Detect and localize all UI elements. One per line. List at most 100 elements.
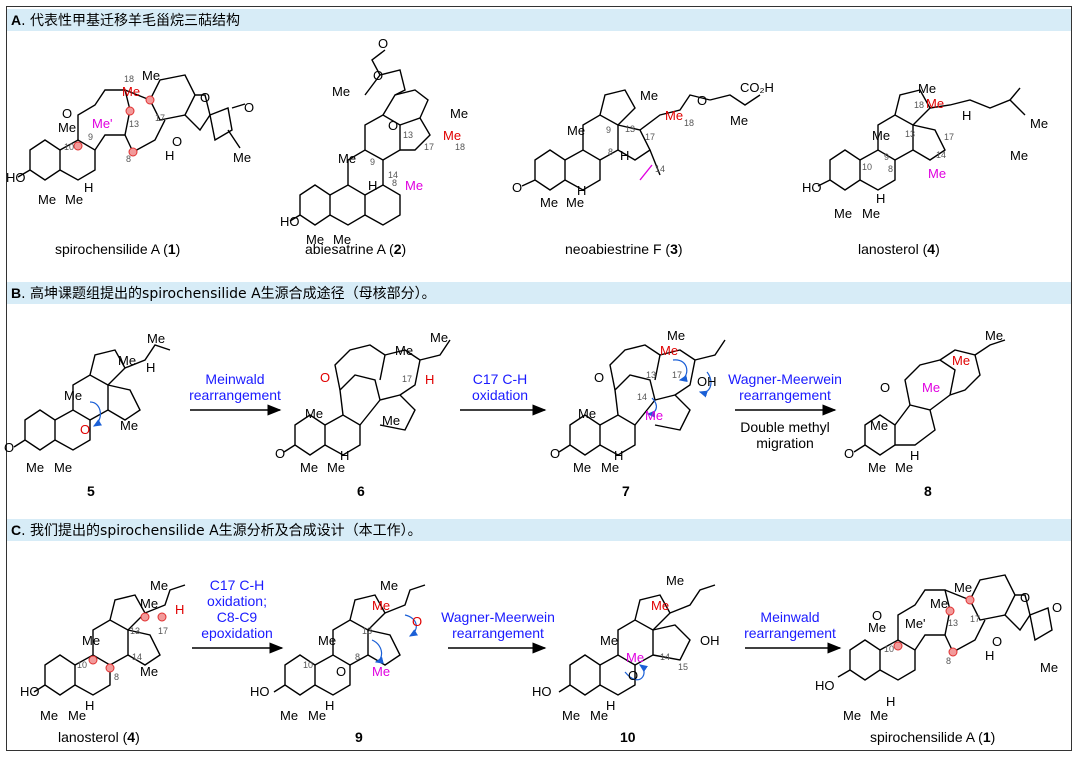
svg-text:HO: HO [280, 214, 300, 229]
svg-text:O: O [1052, 600, 1062, 615]
svg-text:C17 C-H: C17 C-H [473, 371, 527, 387]
svg-text:9: 9 [88, 132, 93, 142]
label-compound-1: spirochensilide A (1) [55, 241, 180, 257]
svg-text:H: H [876, 191, 885, 206]
structure-5: O Me Me Me O Me Me H Me [4, 331, 171, 475]
svg-text:migration: migration [756, 435, 814, 451]
svg-text:Me': Me' [92, 116, 113, 131]
svg-text:Me: Me [430, 330, 448, 345]
svg-text:Me: Me [395, 343, 413, 358]
svg-text:O: O [172, 134, 182, 149]
svg-text:10: 10 [884, 644, 894, 654]
structure-abiesatrine-a: HO Me Me Me H Me Me Me Me O O O 13 17 18… [280, 36, 468, 247]
svg-text:Me: Me [308, 708, 326, 723]
svg-text:15: 15 [678, 662, 688, 672]
svg-text:Me': Me' [905, 616, 926, 631]
svg-text:8: 8 [355, 652, 360, 662]
svg-text:rearrangement: rearrangement [744, 625, 836, 641]
svg-text:H: H [886, 694, 895, 709]
arrow-c1: C17 C-H oxidation; C8-C9 epoxidation [192, 577, 284, 654]
label-compound-5: 5 [87, 483, 95, 499]
svg-text:CO₂H: CO₂H [740, 80, 774, 95]
svg-text:14: 14 [655, 164, 665, 174]
svg-text:17: 17 [424, 142, 434, 152]
svg-text:Me: Me [954, 580, 972, 595]
svg-text:Me: Me [601, 460, 619, 475]
svg-text:Me: Me [660, 343, 678, 358]
svg-text:Me: Me [82, 633, 100, 648]
svg-text:13: 13 [129, 119, 139, 129]
arrow-c3: Meinwald rearrangement [744, 609, 842, 654]
arrow-b1: Meinwald rearrangement [189, 371, 282, 416]
svg-text:17: 17 [672, 370, 682, 380]
label-compound-10: 10 [620, 729, 636, 745]
svg-text:O: O [336, 664, 346, 679]
svg-text:Me: Me [926, 96, 944, 111]
svg-text:O: O [697, 93, 707, 108]
svg-text:Me: Me [450, 106, 468, 121]
svg-text:9: 9 [370, 157, 375, 167]
svg-text:Me: Me [952, 353, 970, 368]
svg-text:Me: Me [305, 406, 323, 421]
svg-text:oxidation: oxidation [472, 387, 528, 403]
svg-text:C17 C-H: C17 C-H [210, 577, 264, 593]
svg-text:HO: HO [20, 684, 40, 699]
svg-text:O: O [550, 446, 560, 461]
svg-text:Me: Me [868, 460, 886, 475]
svg-text:13: 13 [403, 130, 413, 140]
svg-text:Me: Me [382, 413, 400, 428]
svg-text:Me: Me [332, 84, 350, 99]
svg-text:Me: Me [58, 120, 76, 135]
svg-text:H: H [910, 448, 919, 463]
svg-text:C8-C9: C8-C9 [217, 609, 258, 625]
svg-text:Me: Me [578, 406, 596, 421]
svg-text:Me: Me [118, 353, 136, 368]
svg-text:13: 13 [646, 370, 656, 380]
svg-text:O: O [373, 68, 383, 83]
svg-text:O: O [80, 422, 90, 437]
svg-text:17: 17 [970, 614, 980, 624]
svg-text:Me: Me [26, 460, 44, 475]
svg-text:HO: HO [532, 684, 552, 699]
svg-text:Me: Me [667, 328, 685, 343]
svg-text:OH: OH [697, 374, 717, 389]
structure-7: O O Me Me Me H Me Me OH Me 13 14 17 [550, 328, 726, 475]
svg-text:HO: HO [250, 684, 270, 699]
structure-10: HO Me Me H Me Me O Me Me OH 14 15 [532, 573, 720, 723]
svg-text:Me: Me [338, 151, 356, 166]
svg-text:17: 17 [402, 374, 412, 384]
svg-text:H: H [620, 148, 629, 163]
svg-text:Me: Me [380, 578, 398, 593]
structure-lanosterol-a: HO Me Me H Me Me Me H Me Me Me 18 13 17 … [802, 81, 1048, 221]
svg-text:Me: Me [64, 388, 82, 403]
svg-text:Me: Me [318, 633, 336, 648]
svg-text:H: H [84, 180, 93, 195]
svg-text:Me: Me [666, 573, 684, 588]
structure-spirochensilide-a-c: HO Me Me H Me O Me' Me Me H O O O Me 13 … [815, 574, 1062, 723]
svg-text:Me: Me [868, 620, 886, 635]
svg-text:Wagner-Meerwein: Wagner-Meerwein [728, 371, 842, 387]
svg-text:14: 14 [388, 170, 398, 180]
svg-text:10: 10 [862, 162, 872, 172]
svg-text:O: O [992, 634, 1002, 649]
svg-text:H: H [425, 372, 434, 387]
svg-text:O: O [388, 118, 398, 133]
label-compound-4: lanosterol (4) [858, 241, 940, 257]
structure-lanosterol-c: HO Me Me H Me Me H Me Me 13 17 14 8 10 [20, 578, 186, 723]
svg-text:13: 13 [948, 618, 958, 628]
svg-text:Me: Me [1010, 148, 1028, 163]
structure-spirochensilide-a: HO Me Me H Me O Me' Me Me H O O O Me 18 … [6, 68, 254, 207]
svg-text:Me: Me [233, 150, 251, 165]
svg-text:17: 17 [944, 132, 954, 142]
svg-text:H: H [175, 602, 184, 617]
section-a-header: A. 代表性甲基迁移羊毛甾烷三萜结构 [7, 9, 1071, 31]
svg-text:O: O [378, 36, 388, 51]
svg-text:rearrangement: rearrangement [739, 387, 831, 403]
svg-text:13: 13 [905, 129, 915, 139]
label-compound-8: 8 [924, 483, 932, 499]
arrow-c2: Wagner-Meerwein rearrangement [441, 609, 555, 654]
svg-text:18: 18 [124, 74, 134, 84]
svg-text:Me: Me [38, 192, 56, 207]
svg-text:epoxidation: epoxidation [201, 625, 273, 641]
